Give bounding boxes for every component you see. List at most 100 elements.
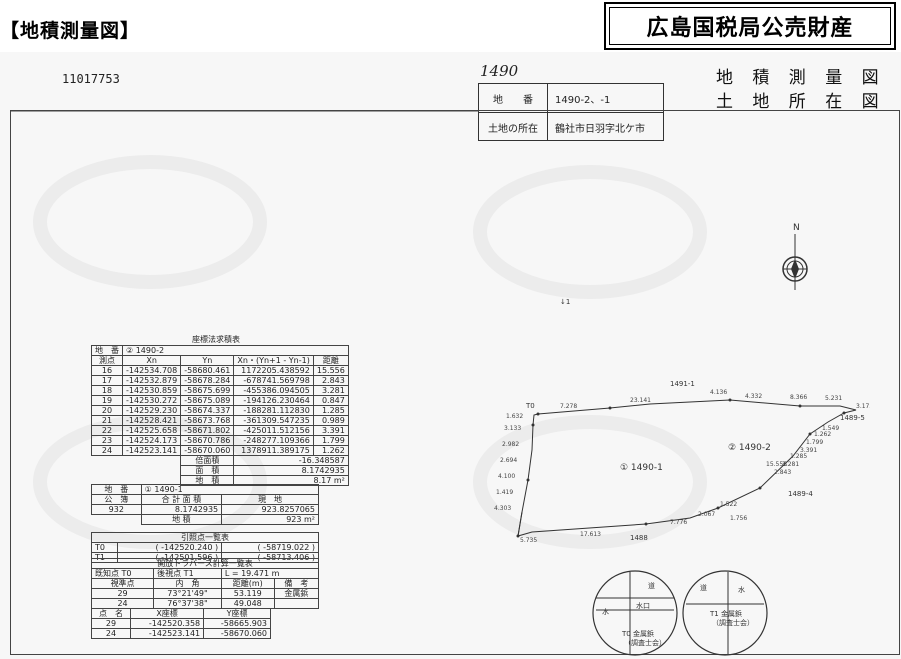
point-coordinates-table: 点 名 X座標 Y座標 29 -142520.358 -58665.903 24… (91, 608, 271, 639)
title-box: 地 番 1490-2、-1 土地の所在 鶴社市日羽字北ケ市 (478, 83, 664, 141)
plan-1488-label: 1488 (630, 534, 648, 542)
edge-length-label: 1.285 (790, 453, 807, 460)
edge-length-label: 1.419 (496, 489, 513, 496)
table-cell: -142524.173 (121, 435, 182, 446)
t4-caption: 開放トラバース計算一覧表 (91, 558, 319, 569)
table1-caption: 座標法求積表 (192, 335, 240, 344)
table-cell: 15.556 (312, 365, 349, 376)
edge-length-label: 5.735 (520, 537, 537, 544)
table-cell: 22 (91, 425, 123, 436)
t4-length: L = 19.471 m (220, 568, 320, 579)
t5-row2-y: -58670.060 (203, 628, 271, 639)
reference-points-table: 引照点一覧表 T0 ( -142520.240 ) ( -58719.022 )… (91, 532, 319, 563)
table-cell: -248277.109366 (233, 435, 314, 446)
location-key: 土地の所在 (479, 113, 548, 141)
table-cell: -142525.658 (121, 425, 182, 436)
t4-known-point: 既知点 T0 (90, 568, 155, 579)
t2-head-register: 公 簿 (91, 494, 142, 505)
edge-length-label: 17.613 (580, 531, 601, 538)
inset-t0-location: 道 水 水口 T0 金属鋲 （調査士会） (592, 570, 678, 656)
lot-number-key: 地 番 (479, 84, 548, 112)
edge-length-label: 2.982 (502, 441, 519, 448)
table-cell: 3.391 (312, 425, 349, 436)
table-cell: 23 (91, 435, 123, 446)
table-cell: -142530.272 (121, 395, 182, 406)
parcel-plan: T0 1491-1 1488 1489-4 1489-5 ↓1 ① 1490-1… (494, 298, 870, 544)
t4-col-note: 備 考 (273, 578, 320, 589)
table-cell: 21 (91, 415, 123, 426)
table-cell: -58670.060 (180, 445, 235, 456)
t1-head-y: Yn (180, 355, 235, 366)
edge-south-west (517, 511, 523, 537)
t1-lot-value: ② 1490-2 (122, 345, 349, 356)
table-cell: -188281.112830 (233, 405, 314, 416)
inset-t1-location: 道 水 T1 金属鋲 （調査士会） (682, 570, 768, 656)
parcel-boundary (517, 399, 857, 537)
table-cell: -58671.802 (180, 425, 235, 436)
stamp-text: 広島国税局公売財産 (646, 16, 854, 41)
t1-lot-key: 地 番 (91, 345, 123, 356)
table-cell: 1.285 (312, 405, 349, 416)
t5-col-y: Y座標 (203, 608, 271, 619)
table-cell: -58675.089 (180, 395, 235, 406)
t2-total-value: 8.1742935 (140, 504, 223, 515)
edge-length-label: 5.231 (825, 395, 842, 402)
edge-length-label: 1.756 (730, 515, 747, 522)
table-cell: 1.262 (312, 445, 349, 456)
t5-row2-x: -142523.141 (129, 628, 205, 639)
t4-back-point: 後視点 T1 (153, 568, 222, 579)
document-title: 地 積 測 量 図 土 地 所 在 図 (716, 66, 886, 114)
table-cell: -58670.786 (180, 435, 235, 446)
t2-register-value: 932 (91, 504, 142, 515)
edge-length-label: 7.278 (560, 403, 577, 410)
table-cell: 19 (91, 395, 123, 406)
t1-double-area-key: 倍面積 (180, 455, 235, 466)
lot-number-value: 1490-2、-1 (555, 94, 611, 106)
plan-mark: ↓1 (560, 298, 570, 306)
table-cell: 1.799 (312, 435, 349, 446)
t5-row1-x: -142520.358 (129, 618, 205, 629)
t1-double-area-value: -16.348587 (233, 455, 349, 466)
table-cell: -58678.284 (180, 375, 235, 386)
table-cell: -425011.512156 (233, 425, 314, 436)
plan-1489-4-label: 1489-4 (788, 490, 813, 498)
t3-caption: 引照点一覧表 (91, 532, 319, 543)
frame-border-detail (10, 110, 479, 112)
table-cell: -58680.461 (180, 365, 235, 376)
table-cell: 18 (91, 385, 123, 396)
t1-head-product: Xn・(Yn+1 - Yn-1) (233, 355, 314, 366)
edge-length-label: 4.136 (710, 389, 727, 396)
t5-row1-name: 29 (91, 618, 131, 629)
edge-length-label: 1.262 (814, 431, 831, 438)
inset-left-road: 道 (648, 581, 655, 590)
table-cell: -142534.708 (121, 365, 182, 376)
edge-length-label: 3.133 (504, 425, 521, 432)
t4-row1-note: 金属鋲 (273, 588, 320, 599)
inset-left-tag: T0 金属鋲 (621, 629, 654, 638)
table-cell: 20 (91, 405, 123, 416)
t2-head-site: 現 地 (221, 494, 319, 505)
t4-row2-note (273, 598, 320, 609)
coordinate-area-table: 座標法求積表 地 番 ② 1490-2 測点 Xn Yn Xn・(Yn+1 - … (91, 334, 349, 486)
edge-length-label: 4.100 (498, 473, 515, 480)
edge-length-label: 3.175 (856, 403, 870, 410)
document-number: 11017753 (62, 72, 120, 86)
handwritten-note: 1490 (480, 62, 519, 80)
t4-col-distance: 距離(m) (220, 578, 275, 589)
t3-t0-x: ( -142520.240 ) (116, 542, 223, 553)
edge-length-label: 2.694 (500, 457, 517, 464)
t4-row1-point: 29 (90, 588, 155, 599)
north-arrow-icon: N (782, 223, 808, 290)
t2-area-value: 923 m² (221, 514, 319, 525)
table-cell: 2.843 (312, 375, 349, 386)
t4-row2-point: 24 (90, 598, 155, 609)
t2-area-key: 地 積 (140, 514, 223, 525)
edge-length-label: 4.303 (494, 505, 511, 512)
edge-length-label: 1.632 (506, 413, 523, 420)
t5-row1-y: -58665.903 (203, 618, 271, 629)
t1-head-distance: 距離 (312, 355, 349, 366)
t3-point-t0: T0 (91, 542, 118, 553)
